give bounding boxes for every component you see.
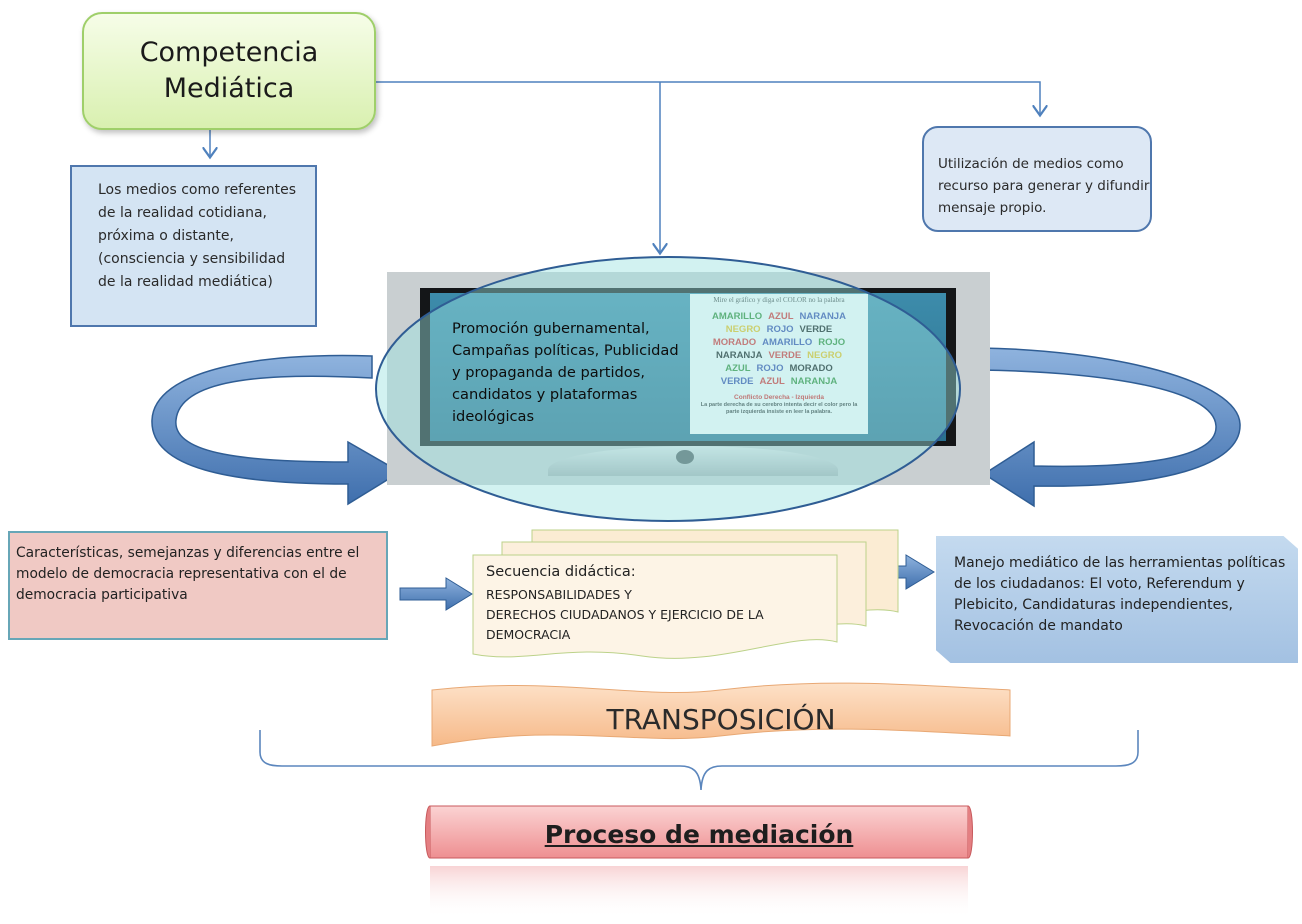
secuencia-title: Secuencia didáctica:: [486, 564, 636, 580]
grouping-brace: [259, 730, 1139, 791]
secuencia-line-3: DEMOCRACIA: [486, 627, 571, 642]
stroop-row: MORADO AMARILLO ROJO: [690, 336, 868, 349]
stroop-word: NARANJA: [799, 311, 846, 322]
stroop-word: AZUL: [759, 376, 785, 387]
stroop-word: VERDE: [720, 376, 754, 387]
stroop-word: AZUL: [768, 311, 794, 322]
utilizacion-medios-box: Utilización de medios como recurso para …: [922, 126, 1152, 232]
proceso-mediacion-label: Proceso de mediación: [544, 819, 854, 849]
promocion-text: Promoción gubernamental, Campañas políti…: [452, 320, 679, 425]
stroop-word: ROJO: [766, 324, 794, 335]
stroop-title: Mire el gráfico y diga el COLOR no la pa…: [713, 296, 845, 304]
stroop-word: VERDE: [799, 324, 833, 335]
stroop-row: NEGRO ROJO VERDE: [690, 323, 868, 336]
democracia-label: Características, semejanzas y diferencia…: [16, 545, 360, 603]
competencia-mediatica-box: Competencia Mediática: [82, 12, 376, 130]
stroop-row: VERDE AZUL NARANJA: [690, 375, 868, 388]
manejo-mediatico-box: Manejo mediático de las herramientas pol…: [936, 536, 1298, 663]
medios-label: Los medios como referentes de la realida…: [98, 182, 297, 290]
stroop-word: MORADO: [712, 337, 757, 348]
tv-stand-knob: [676, 450, 694, 464]
secuencia-box: Secuencia didáctica: RESPONSABILIDADES Y…: [472, 554, 838, 658]
transposicion-label: TRANSPOSICIÓN: [606, 702, 836, 736]
utilizacion-line-1: Utilización de medios como: [938, 156, 1124, 172]
transposicion-banner: [431, 682, 1011, 747]
stroop-word: AMARILLO: [762, 337, 813, 348]
connector-lines: [210, 81, 1040, 252]
stroop-row: AZUL ROJO MORADO: [690, 362, 868, 375]
left-curved-arrow: [151, 354, 402, 506]
stroop-word: VERDE: [768, 350, 802, 361]
stroop-conflict: Conflicto Derecha - Izquierda: [734, 394, 824, 401]
stroop-word: ROJO: [756, 363, 784, 374]
stroop-word: NEGRO: [807, 350, 843, 361]
tv-highlight-ellipse: [375, 256, 961, 522]
stroop-word: NARANJA: [790, 376, 838, 387]
stroop-word: AZUL: [725, 363, 751, 374]
manejo-label: Manejo mediático de las herramientas pol…: [954, 555, 1286, 634]
stroop-note: La parte derecha de su cerebro intenta d…: [700, 402, 858, 415]
stroop-word: NARANJA: [715, 350, 763, 361]
stroop-word: MORADO: [789, 363, 833, 374]
medios-referentes-box: Los medios como referentes de la realida…: [70, 165, 317, 327]
utilizacion-line-2: recurso para generar y difundir: [938, 178, 1150, 194]
secuencia-body: RESPONSABILIDADES Y DERECHOS CIUDADANOS …: [486, 585, 764, 645]
utilizacion-line-3: mensaje propio.: [938, 200, 1047, 216]
stroop-row: AMARILLO AZUL NARANJA: [690, 310, 868, 323]
stroop-color-test: Mire el gráfico y diga el COLOR no la pa…: [690, 294, 868, 434]
stroop-word: NEGRO: [725, 324, 761, 335]
right-curved-arrow: [979, 347, 1241, 508]
secuencia-page-front: [472, 554, 838, 659]
stroop-word: AMARILLO: [712, 311, 763, 322]
secuencia-line-1: RESPONSABILIDADES Y: [486, 587, 632, 602]
stroop-word: ROJO: [818, 337, 846, 348]
proceso-scroll: [425, 805, 973, 918]
secuencia-line-2: DERECHOS CIUDADANOS Y EJERCICIO DE LA: [486, 607, 764, 622]
stroop-row: NARANJA VERDE NEGRO: [690, 349, 868, 362]
democracia-box: Características, semejanzas y diferencia…: [8, 531, 388, 640]
competencia-label: Competencia Mediática: [139, 37, 319, 104]
arrow-to-secuencia: [399, 577, 473, 611]
